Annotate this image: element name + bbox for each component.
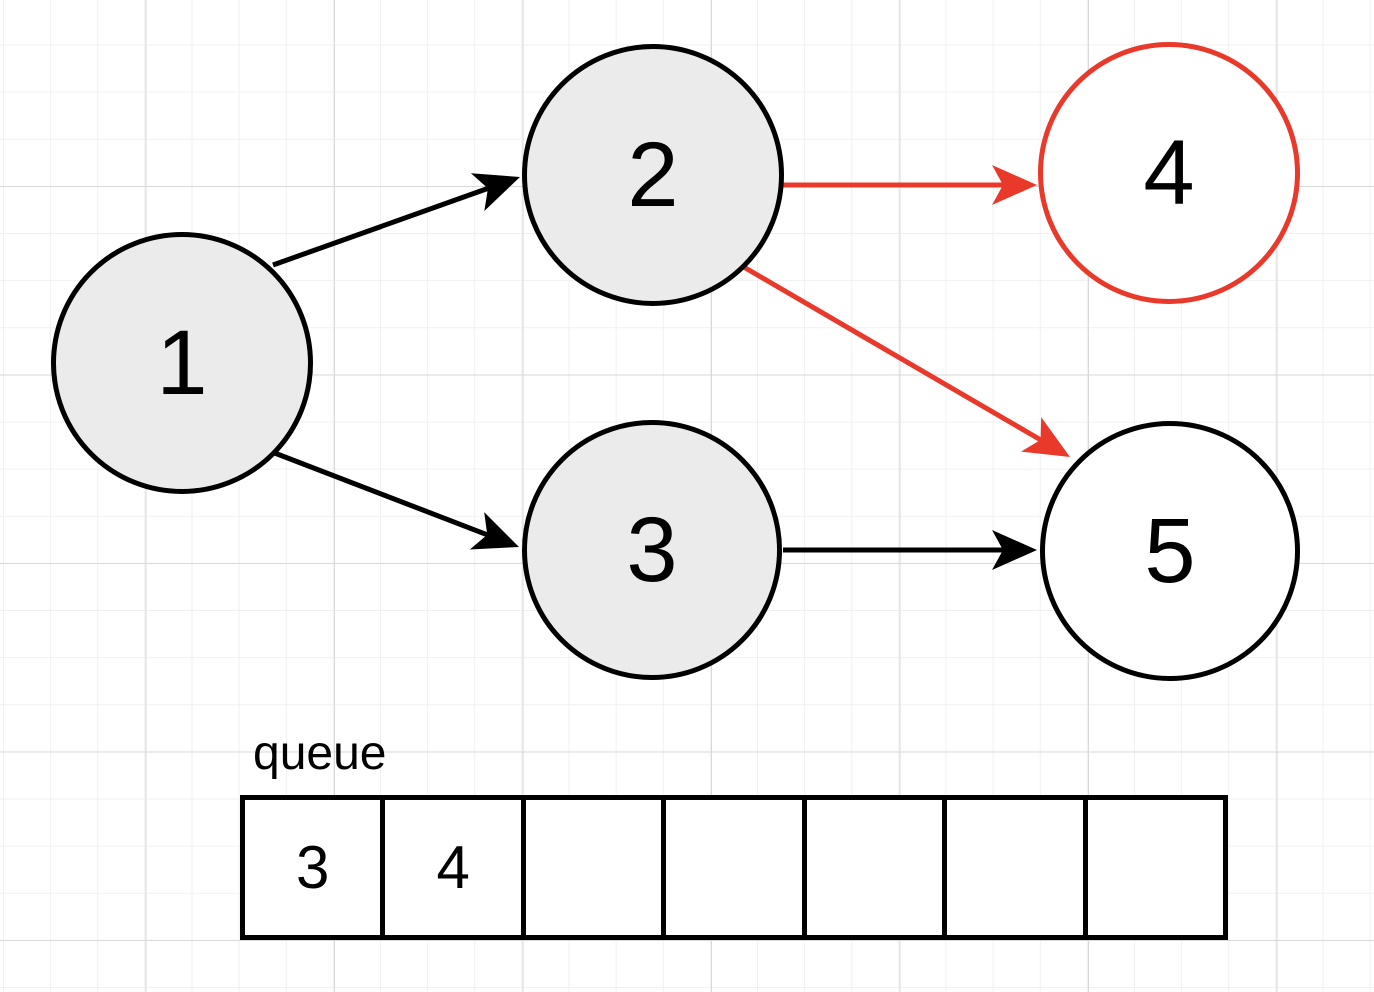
node-label: 2 xyxy=(627,124,679,226)
queue-cell-value: 4 xyxy=(436,834,470,901)
node-label: 3 xyxy=(626,499,678,601)
edge-line-2-5[interactable] xyxy=(740,263,1042,443)
queue-label: queue xyxy=(253,727,387,780)
graph-node-1[interactable]: 1 xyxy=(51,232,313,494)
edge-1-2[interactable] xyxy=(272,173,520,268)
node-label: 4 xyxy=(1143,122,1195,224)
edge-2-5[interactable] xyxy=(740,263,1070,457)
graph-node-3[interactable]: 3 xyxy=(522,420,782,680)
node-label: 5 xyxy=(1144,500,1196,602)
queue-cell-3[interactable] xyxy=(666,800,807,935)
edge-line-1-2[interactable] xyxy=(272,186,489,268)
arrowhead-icon xyxy=(992,530,1037,570)
queue-cell-2[interactable] xyxy=(526,800,667,935)
arrowhead-icon xyxy=(992,165,1037,205)
queue-cell-5[interactable] xyxy=(947,800,1088,935)
graph-node-4[interactable]: 4 xyxy=(1038,42,1300,304)
arrowhead-icon xyxy=(469,512,519,550)
queue-cell-4[interactable] xyxy=(807,800,948,935)
queue-cell-6[interactable] xyxy=(1088,800,1223,935)
queue-cell-1[interactable]: 4 xyxy=(385,800,526,935)
queue-cell-value: 3 xyxy=(296,834,330,901)
arrowhead-icon xyxy=(470,173,520,211)
edge-3-5[interactable] xyxy=(783,530,1037,570)
edge-line-1-3[interactable] xyxy=(271,449,489,538)
arrowhead-icon xyxy=(1021,417,1070,457)
graph-node-5[interactable]: 5 xyxy=(1040,421,1300,681)
edge-1-3[interactable] xyxy=(271,449,519,550)
graph-node-2[interactable]: 2 xyxy=(522,44,784,306)
queue-cell-0[interactable]: 3 xyxy=(245,800,386,935)
edge-2-4[interactable] xyxy=(783,165,1037,205)
node-label: 1 xyxy=(156,312,208,414)
